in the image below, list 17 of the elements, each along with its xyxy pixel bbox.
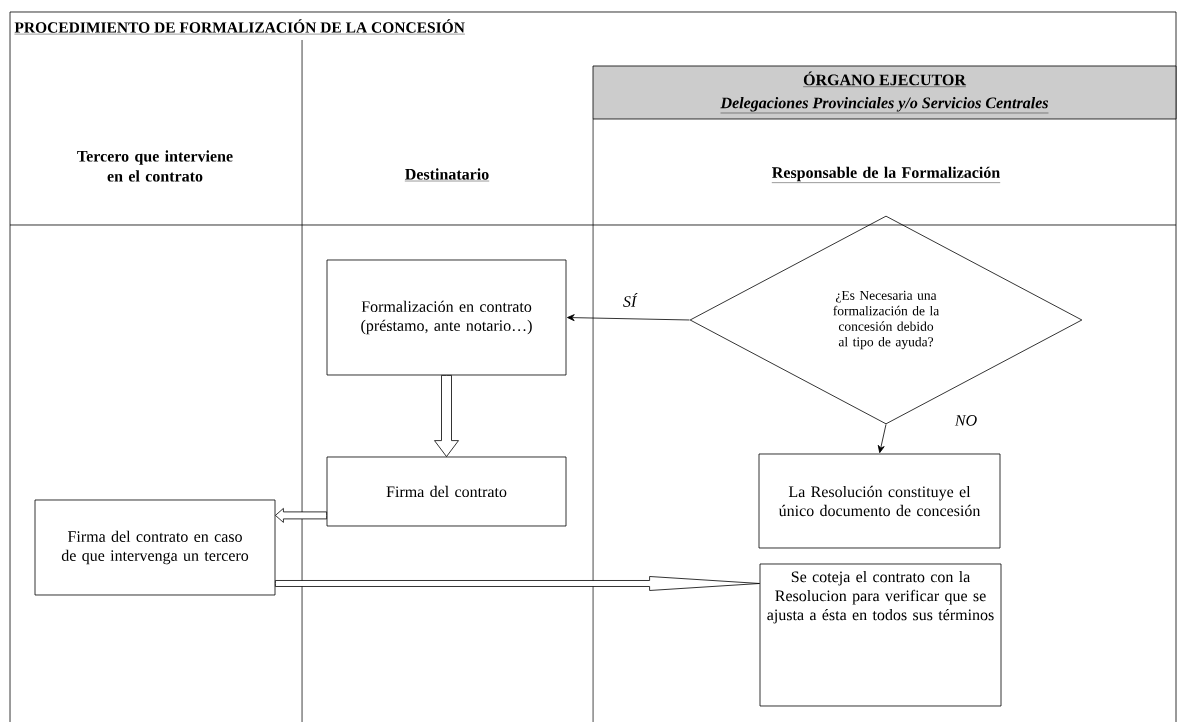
lane-header: Destinatario [404, 168, 490, 182]
block-arrow [434, 375, 459, 457]
arrow [567, 314, 690, 322]
edge-label: NO [954, 415, 977, 426]
block-arrow [275, 576, 760, 591]
lane-header: Tercero que interviene en el contrato [77, 150, 233, 182]
block-arrow [275, 508, 327, 523]
process-box: La Resolución constituye el único documento de concesión [758, 453, 1001, 549]
title: PROCEDIMIENTO DE FORMALIZACIÓN DE LA CONCESIÓN [14, 19, 466, 35]
process-box: Firma del contrato [326, 456, 567, 527]
edge-label: SÍ [623, 293, 638, 307]
process-box: Formalización en contrato (préstamo, ante notario…) [326, 259, 567, 376]
process-box: Se coteja el contrato con la Resolucion para verificar que se ajusta a ésta en todos sus términos [759, 563, 1002, 707]
arrow [877, 424, 887, 454]
lane-header: Responsable de la Formalización [771, 166, 1001, 183]
process-box: Firma del contrato en caso de que intervenga un tercero [34, 499, 276, 596]
header-band: ÓRGANO EJECUTOR Delegaciones Provinciales y/o Servicios Centrales [592, 65, 1177, 120]
